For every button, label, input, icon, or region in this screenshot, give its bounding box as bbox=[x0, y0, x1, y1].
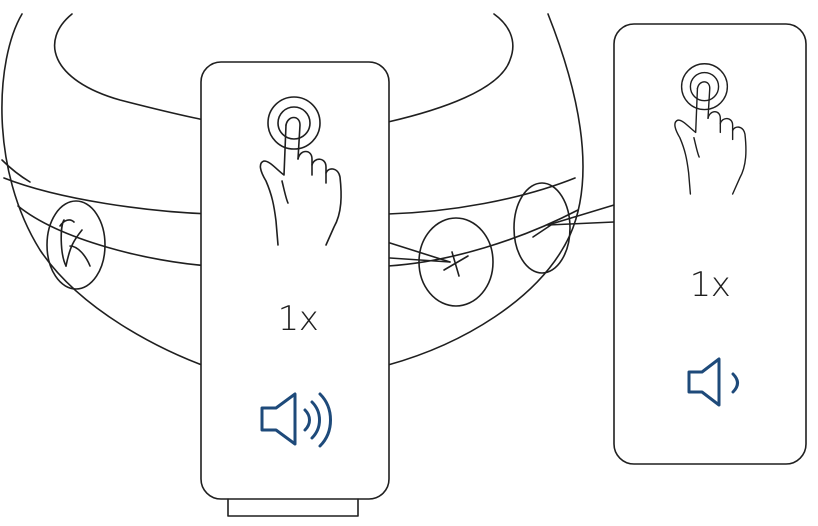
speaker-volume-down-icon bbox=[687, 357, 739, 407]
k-logo-icon bbox=[46, 200, 106, 290]
speaker-volume-up-icon bbox=[260, 392, 332, 448]
callout-lines bbox=[389, 204, 615, 263]
plus-icon bbox=[443, 251, 469, 277]
tap-finger-icon bbox=[259, 96, 342, 246]
volume-down-panel bbox=[613, 23, 807, 465]
press-count-label: 1x bbox=[277, 299, 319, 339]
speaker-body bbox=[1, 13, 584, 369]
press-count-label: 1x bbox=[689, 265, 731, 305]
tap-finger-icon bbox=[674, 63, 747, 195]
volume-up-panel bbox=[200, 61, 390, 517]
volume-down-button bbox=[513, 182, 571, 274]
minus-icon bbox=[532, 224, 552, 238]
volume-up-button bbox=[418, 217, 494, 307]
